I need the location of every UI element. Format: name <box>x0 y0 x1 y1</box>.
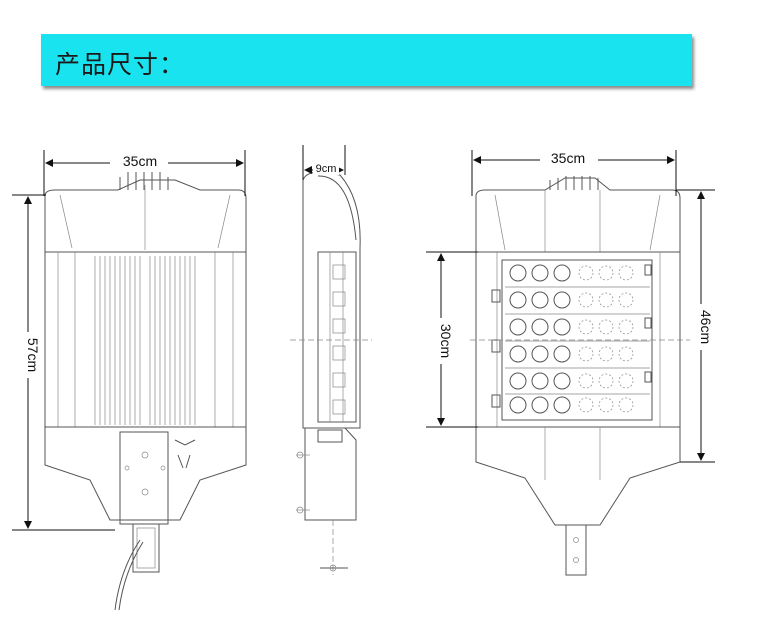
side-view <box>290 171 372 575</box>
front-view <box>44 172 247 611</box>
back-height-label: 46cm <box>698 310 714 344</box>
back-width-label: 35cm <box>551 150 585 166</box>
side-dimensions <box>302 145 346 180</box>
front-dimensions <box>12 150 246 531</box>
back-inner-height-label: 30cm <box>438 324 454 358</box>
front-width-label: 35cm <box>123 153 157 169</box>
page-title: 产品尺寸： <box>55 50 186 79</box>
back-view <box>470 176 690 576</box>
back-dimensions <box>426 150 715 463</box>
side-depth-label: 9cm <box>316 163 337 175</box>
title-banner: 产品尺寸： <box>41 34 692 86</box>
front-height-label: 57cm <box>25 338 41 372</box>
